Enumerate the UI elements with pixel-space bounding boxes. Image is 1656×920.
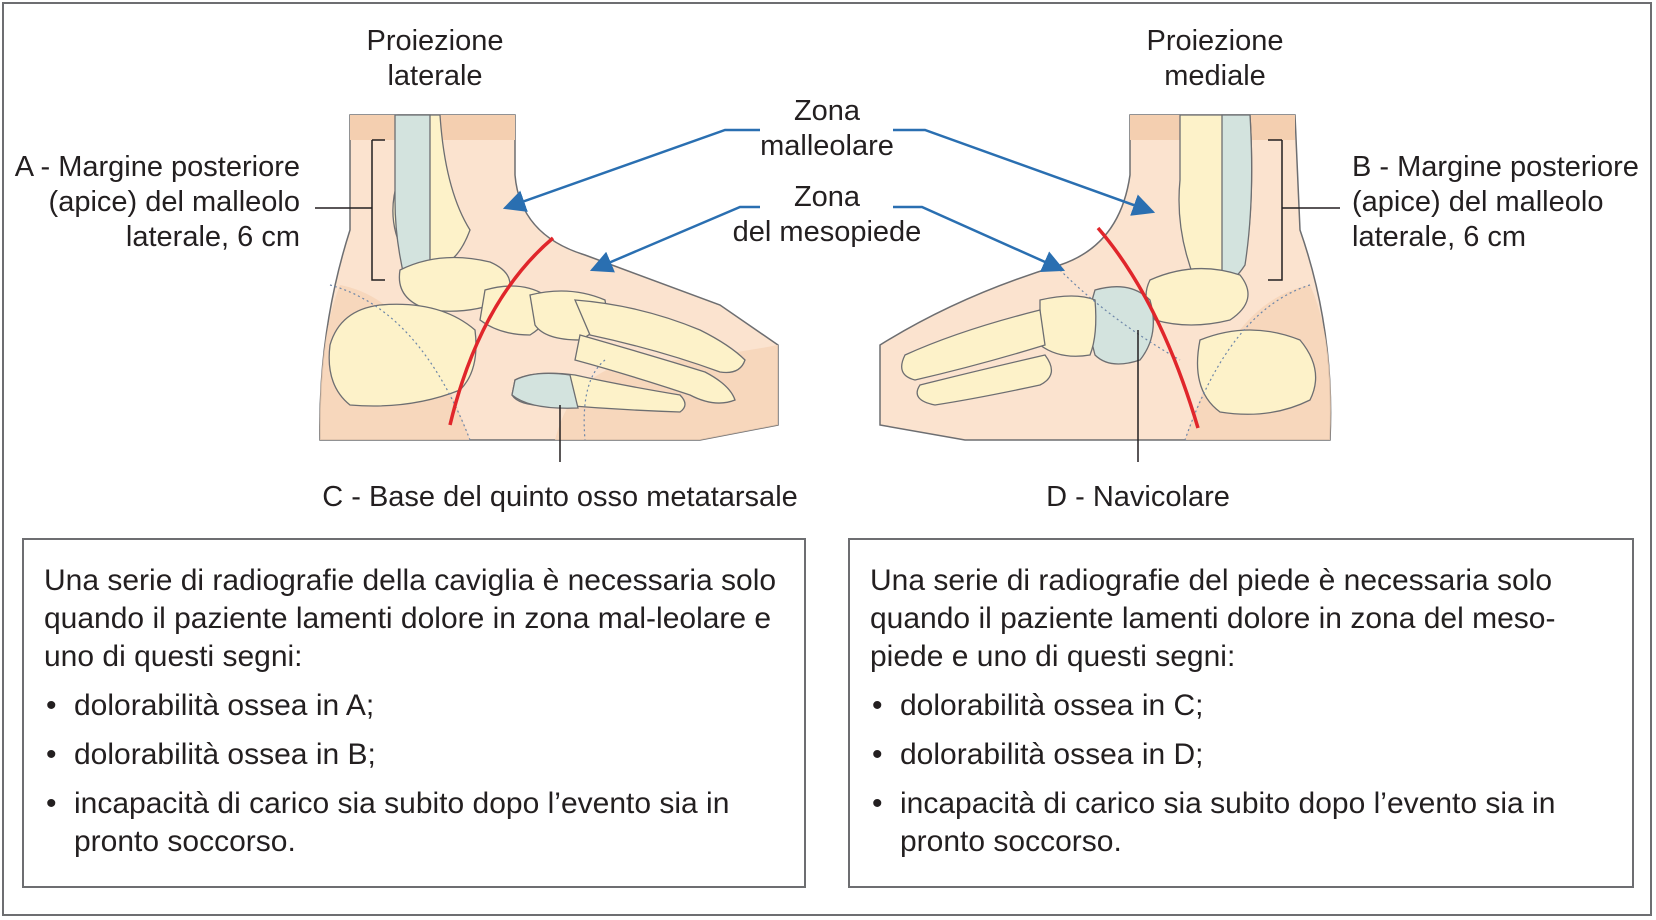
- label-line: del mesopiede: [732, 216, 922, 248]
- label-lateral-projection: Proiezione laterale: [330, 24, 540, 94]
- list-item: dolorabilità ossea in A;: [44, 687, 784, 725]
- label-line: laterale: [387, 60, 483, 92]
- list-item: incapacità di carico sia subito dopo l’e…: [44, 785, 784, 861]
- label-point-b: B - Margine posteriore (apice) del malle…: [1352, 150, 1647, 255]
- ankle-criteria-box: Una serie di radiografie della caviglia …: [22, 538, 806, 888]
- zone-arrows: [502, 128, 1156, 273]
- label-line: laterale, 6 cm: [1352, 221, 1527, 253]
- label-line: Zona: [793, 181, 861, 213]
- ankle-criteria-intro: Una serie di radiografie della caviglia …: [44, 564, 777, 673]
- label-medial-projection: Proiezione mediale: [1110, 24, 1320, 94]
- label-line: B - Margine posteriore: [1352, 151, 1639, 183]
- arrow-malleolar-medial: [893, 128, 1156, 216]
- foot-criteria-intro: Una serie di radiografie del piede è nec…: [870, 564, 1556, 673]
- foot-criteria-box: Una serie di radiografie del piede è nec…: [848, 538, 1634, 888]
- label-point-d: D - Navicolare: [1046, 481, 1230, 513]
- label-line: mediale: [1164, 60, 1266, 92]
- label-point-a: A - Margine posteriore (apice) del malle…: [10, 150, 300, 255]
- label-line: Zona: [793, 95, 861, 127]
- label-line: laterale, 6 cm: [125, 221, 300, 253]
- label-line: A - Margine posteriore: [14, 151, 300, 183]
- label-midfoot-zone: Zona del mesopiede: [712, 180, 942, 250]
- label-line: (apice) del malleolo: [48, 186, 300, 218]
- lateral-foot-illustration: [315, 114, 779, 462]
- list-item: dolorabilità ossea in D;: [870, 736, 1612, 774]
- foot-criteria-list: dolorabilità ossea in C; dolorabilità os…: [870, 687, 1612, 861]
- label-line: (apice) del malleolo: [1352, 186, 1604, 218]
- list-item: dolorabilità ossea in B;: [44, 736, 784, 774]
- arrow-malleolar-lateral: [502, 128, 760, 212]
- label-point-c: C - Base del quinto osso metatarsale: [322, 481, 798, 513]
- arrow-midfoot-lateral: [589, 205, 760, 273]
- ankle-criteria-list: dolorabilità ossea in A; dolorabilità os…: [44, 687, 784, 861]
- list-item: dolorabilità ossea in C;: [870, 687, 1612, 725]
- medial-foot-illustration: [879, 114, 1340, 462]
- list-item: incapacità di carico sia subito dopo l’e…: [870, 785, 1612, 861]
- label-line: Proiezione: [366, 25, 504, 57]
- label-malleolar-zone: Zona malleolare: [727, 94, 927, 164]
- arrow-midfoot-medial: [893, 205, 1066, 273]
- label-line: Proiezione: [1146, 25, 1284, 57]
- label-line: malleolare: [760, 130, 894, 162]
